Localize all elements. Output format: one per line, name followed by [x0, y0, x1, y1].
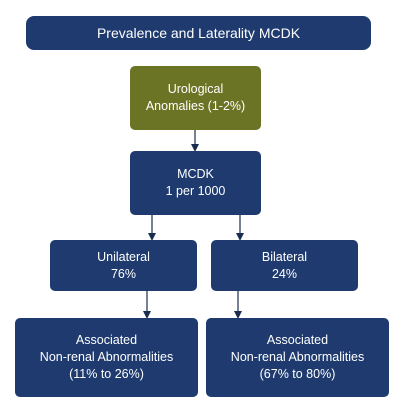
node-assoc-bi-line1: Associated: [266, 333, 329, 347]
node-unilateral-line2: 76%: [110, 266, 137, 281]
node-mcdk-line2: 1 per 1000: [165, 184, 226, 198]
node-assoc-bi-line2: Non-renal Abnormalities: [230, 350, 365, 364]
node-unilateral: Unilateral 76%: [50, 240, 197, 291]
node-bilateral-line2: 24%: [271, 266, 298, 281]
node-urological-line1: Urological: [167, 82, 224, 96]
node-bilateral: Bilateral 24%: [211, 240, 358, 291]
node-associated-unilateral: Associated Non-renal Abnormalities (11% …: [15, 318, 198, 397]
node-urological-line2: Anomalies (1-2%): [145, 99, 246, 113]
node-bilateral-line1: Bilateral: [261, 249, 308, 264]
node-unilateral-line1: Unilateral: [97, 249, 150, 264]
node-urological-anomalies: Urological Anomalies (1-2%): [130, 66, 261, 130]
node-assoc-uni-line3: (11% to 26%): [69, 367, 144, 381]
node-assoc-uni-line1: Associated: [75, 333, 138, 347]
node-associated-bilateral: Associated Non-renal Abnormalities (67% …: [206, 318, 389, 397]
diagram-title-text: Prevalence and Laterality MCDK: [96, 24, 301, 41]
node-assoc-uni-line2: Non-renal Abnormalities: [39, 350, 174, 364]
node-assoc-bi-line3: (67% to 80%): [259, 367, 336, 381]
node-mcdk: MCDK 1 per 1000: [130, 151, 261, 215]
node-mcdk-line1: MCDK: [177, 167, 214, 181]
diagram-title: Prevalence and Laterality MCDK: [26, 16, 371, 50]
